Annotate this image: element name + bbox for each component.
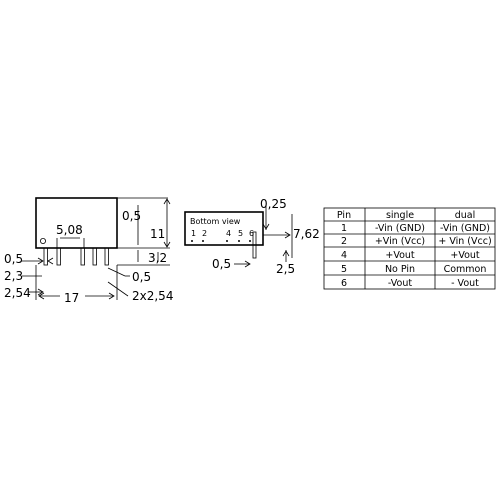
pin-width-label: 0,5: [4, 252, 23, 266]
pin: [92, 247, 97, 266]
table-cell: +Vout: [385, 250, 415, 261]
pin: [104, 247, 109, 266]
pin-number-2: 2: [202, 229, 207, 238]
table-header-single: single: [386, 210, 414, 221]
height-label: 11: [150, 227, 165, 241]
lead-thickness-label: 0,25: [260, 197, 287, 211]
table-cell: 2: [341, 236, 347, 247]
table-border: [323, 207, 496, 290]
bottom-view: Bottom view 1 2 4 5 6 0,25 7,62 0,5 2,5: [184, 197, 320, 276]
pin: [43, 247, 48, 266]
lead-profile: [252, 231, 257, 259]
table-cell: +Vin (Vcc): [375, 236, 425, 247]
pin-spacing-label: 5,08: [56, 223, 83, 237]
table-cell: - Vout: [451, 278, 479, 289]
pin-number-4: 4: [226, 229, 231, 238]
pin1-marker: [40, 237, 47, 244]
bottom-view-label: Bottom view: [190, 217, 241, 226]
front-view: 5,08 11 0,5 3,2 0,5 2,3 2,54 17 0: [4, 197, 173, 305]
edge-offset-label: 2,54: [4, 286, 31, 300]
pin-number-6: 6: [249, 229, 254, 238]
lead-offset-label: 2,5: [276, 262, 295, 276]
bottom-outline: [184, 211, 264, 246]
table-cell: -Vin (GND): [375, 223, 425, 234]
table-cell: 6: [341, 278, 347, 289]
pin-number-1: 1: [191, 229, 196, 238]
table-cell: -Vout: [388, 278, 412, 289]
top-gap-label: 0,5: [122, 209, 141, 223]
bottom-offset-label: 3,2: [148, 251, 167, 265]
table-cell: + Vin (Vcc): [438, 236, 491, 247]
total-width-label: 17: [64, 291, 79, 305]
pin: [56, 247, 61, 266]
bottom-pin-width-label: 0,5: [212, 257, 231, 271]
right-gap-label: 0,5: [132, 270, 151, 284]
pin: [80, 247, 85, 266]
lead-length-label: 2,3: [4, 269, 23, 283]
module-body: [35, 197, 118, 249]
table-header-pin: Pin: [337, 210, 351, 221]
pin-table: Pin single dual 1 -Vin (GND) -Vin (GND) …: [323, 207, 496, 290]
table-cell: 1: [341, 223, 347, 234]
table-cell: Common: [444, 264, 487, 275]
right-spacing-label: 2x2,54: [132, 289, 173, 303]
table-cell: 5: [341, 264, 347, 275]
depth-label: 7,62: [293, 227, 320, 241]
table-cell: No Pin: [385, 264, 415, 275]
pin-number-5: 5: [238, 229, 243, 238]
table-header-dual: dual: [455, 210, 476, 221]
table-cell: 4: [341, 250, 347, 261]
table-cell: +Vout: [450, 250, 480, 261]
table-cell: -Vin (GND): [440, 223, 490, 234]
